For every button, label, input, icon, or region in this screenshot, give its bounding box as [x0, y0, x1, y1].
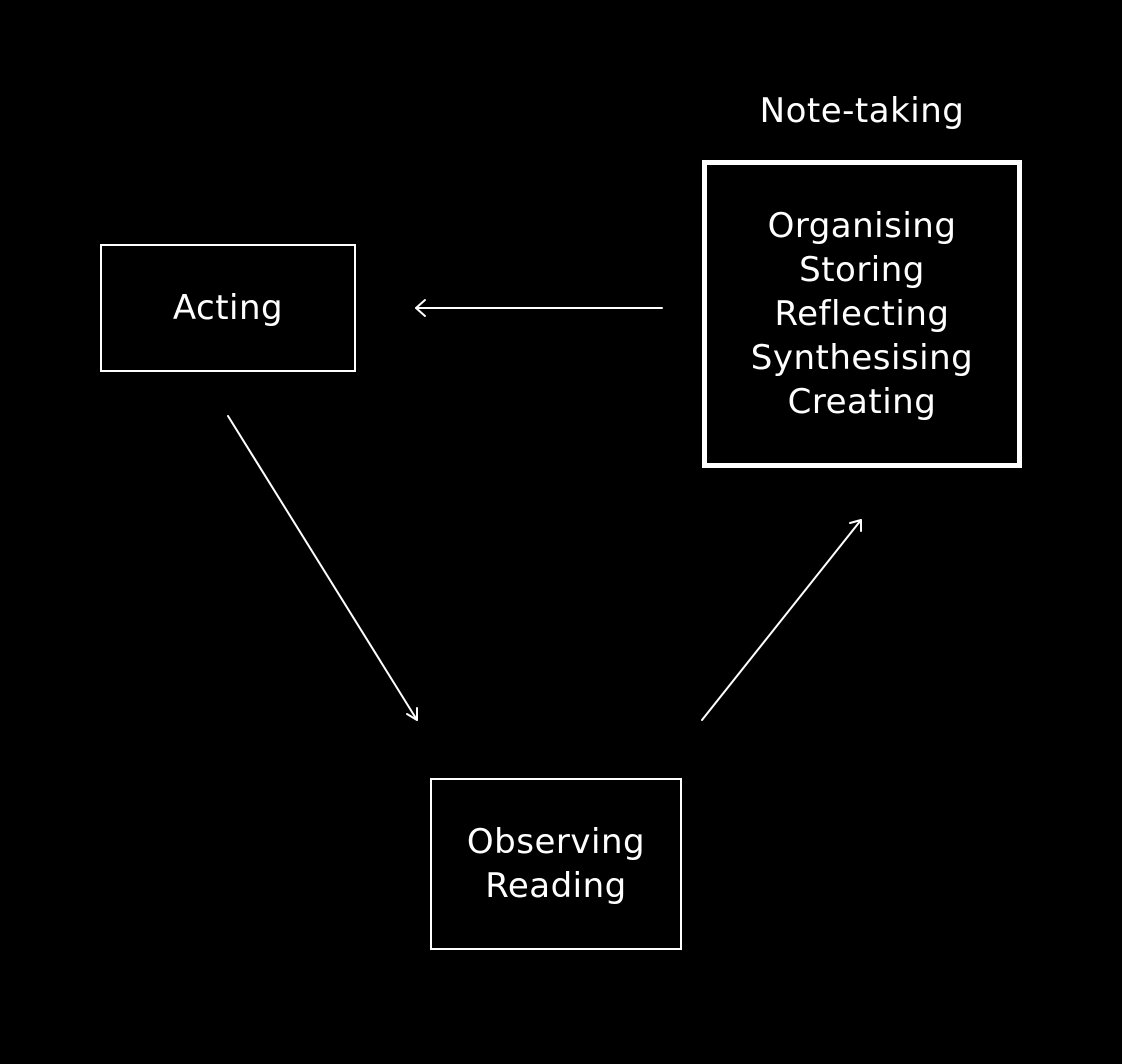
acting-box: Acting: [100, 244, 356, 372]
observing-label: Observing: [466, 822, 646, 862]
creating-label: Creating: [787, 382, 937, 422]
arrow-notes-to-acting: [415, 299, 663, 317]
reading-label: Reading: [485, 866, 627, 906]
synthesising-label: Synthesising: [750, 338, 974, 378]
note-taking-box: Organising Storing Reflecting Synthesisi…: [702, 160, 1022, 468]
arrow-observing-to-notes: [701, 519, 862, 721]
observing-box: Observing Reading: [430, 778, 682, 950]
organising-label: Organising: [767, 206, 957, 246]
arrow-acting-to-observing: [227, 415, 418, 721]
reflecting-label: Reflecting: [774, 294, 950, 334]
acting-label: Acting: [172, 288, 284, 328]
note-taking-caption: Note-taking: [759, 91, 965, 131]
storing-label: Storing: [799, 250, 925, 290]
